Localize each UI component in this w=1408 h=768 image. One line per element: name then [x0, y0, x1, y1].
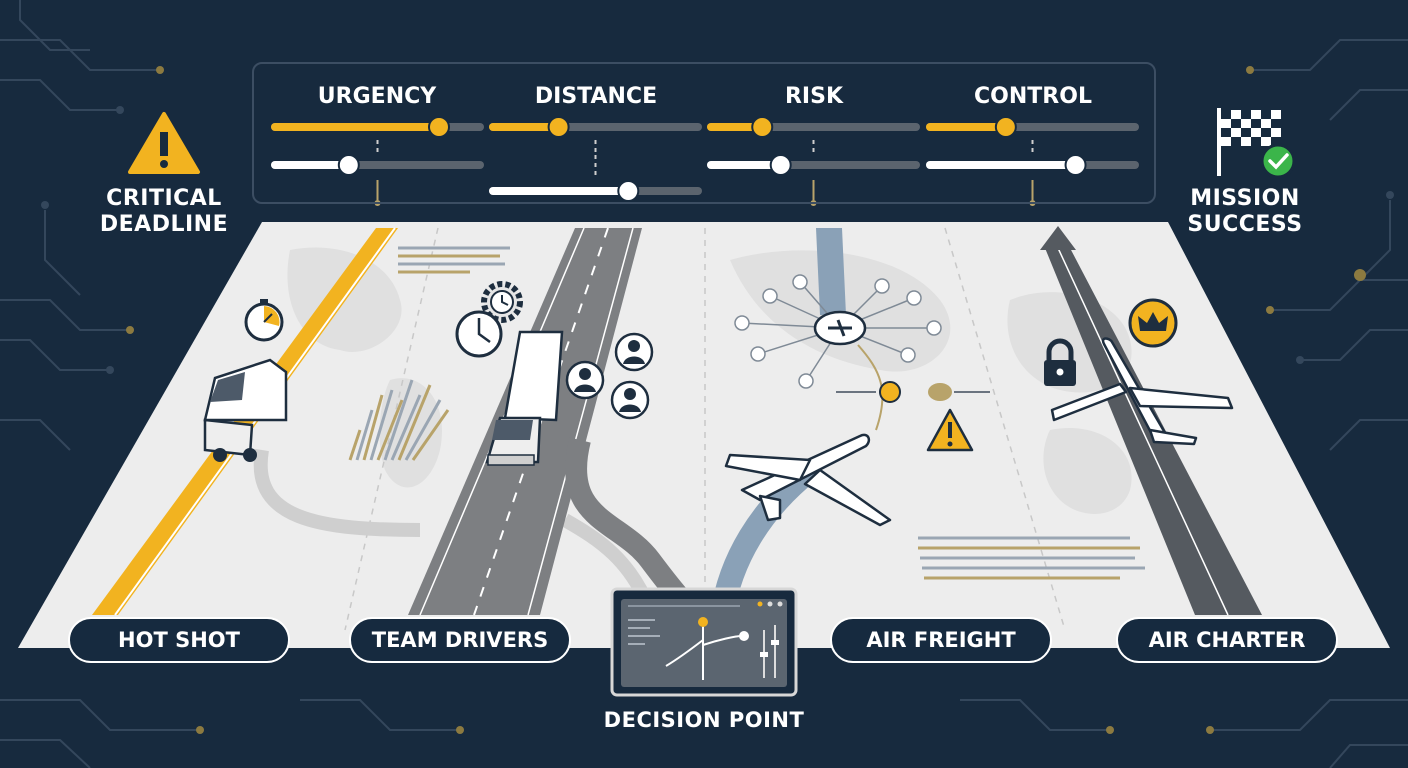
checkered-flag-icon: [1217, 108, 1281, 176]
route-marker-icon: [836, 381, 990, 403]
mode-air-charter-button[interactable]: AIR CHARTER: [1116, 617, 1338, 663]
check-icon: [1260, 143, 1296, 179]
slider-knob: [1064, 154, 1087, 176]
warning-icon: [926, 408, 974, 452]
mode-team-drivers-button[interactable]: TEAM DRIVERS: [349, 617, 571, 663]
slider-knob: [337, 154, 360, 176]
driver-icon: [565, 332, 654, 420]
crown-icon: [1128, 298, 1178, 348]
slider-knob: [547, 116, 570, 138]
mission-success-label: MISSION SUCCESS: [1187, 186, 1303, 237]
airplane-icon: [1050, 337, 1234, 446]
stopwatch-icon: [244, 299, 284, 342]
lock-icon: [1044, 338, 1076, 386]
hot-shot-lane: [92, 228, 398, 615]
factor-panel: [252, 62, 1156, 204]
factor-control-label: CONTROL: [974, 84, 1092, 109]
gear-clock-icon: [481, 281, 523, 323]
clock-icon: [455, 310, 503, 358]
factor-distance-label: DISTANCE: [534, 84, 658, 109]
airplane-icon: [724, 433, 892, 527]
decision-point-label: DECISION POINT: [603, 708, 805, 732]
warning-icon: [128, 112, 200, 174]
slider-knob: [617, 180, 640, 202]
factor-risk-label: RISK: [784, 84, 844, 109]
mode-hot-shot-button[interactable]: HOT SHOT: [68, 617, 290, 663]
van-icon: [203, 358, 288, 462]
slider-knob: [994, 116, 1017, 138]
decision-point-panel: [610, 587, 798, 697]
slider-knob: [769, 154, 792, 176]
factor-sliders: [271, 116, 1139, 206]
slider-knob: [751, 116, 774, 138]
slider-knob: [428, 116, 450, 138]
mode-air-freight-button[interactable]: AIR FREIGHT: [830, 617, 1052, 663]
mini-bar-chart: [348, 379, 450, 461]
truck-icon: [485, 330, 564, 466]
critical-deadline-label: CRITICAL DEADLINE: [99, 186, 229, 237]
network-hub-icon: [734, 274, 942, 389]
circuit-nodes: [126, 66, 1366, 734]
factor-urgency-label: URGENCY: [317, 84, 437, 109]
